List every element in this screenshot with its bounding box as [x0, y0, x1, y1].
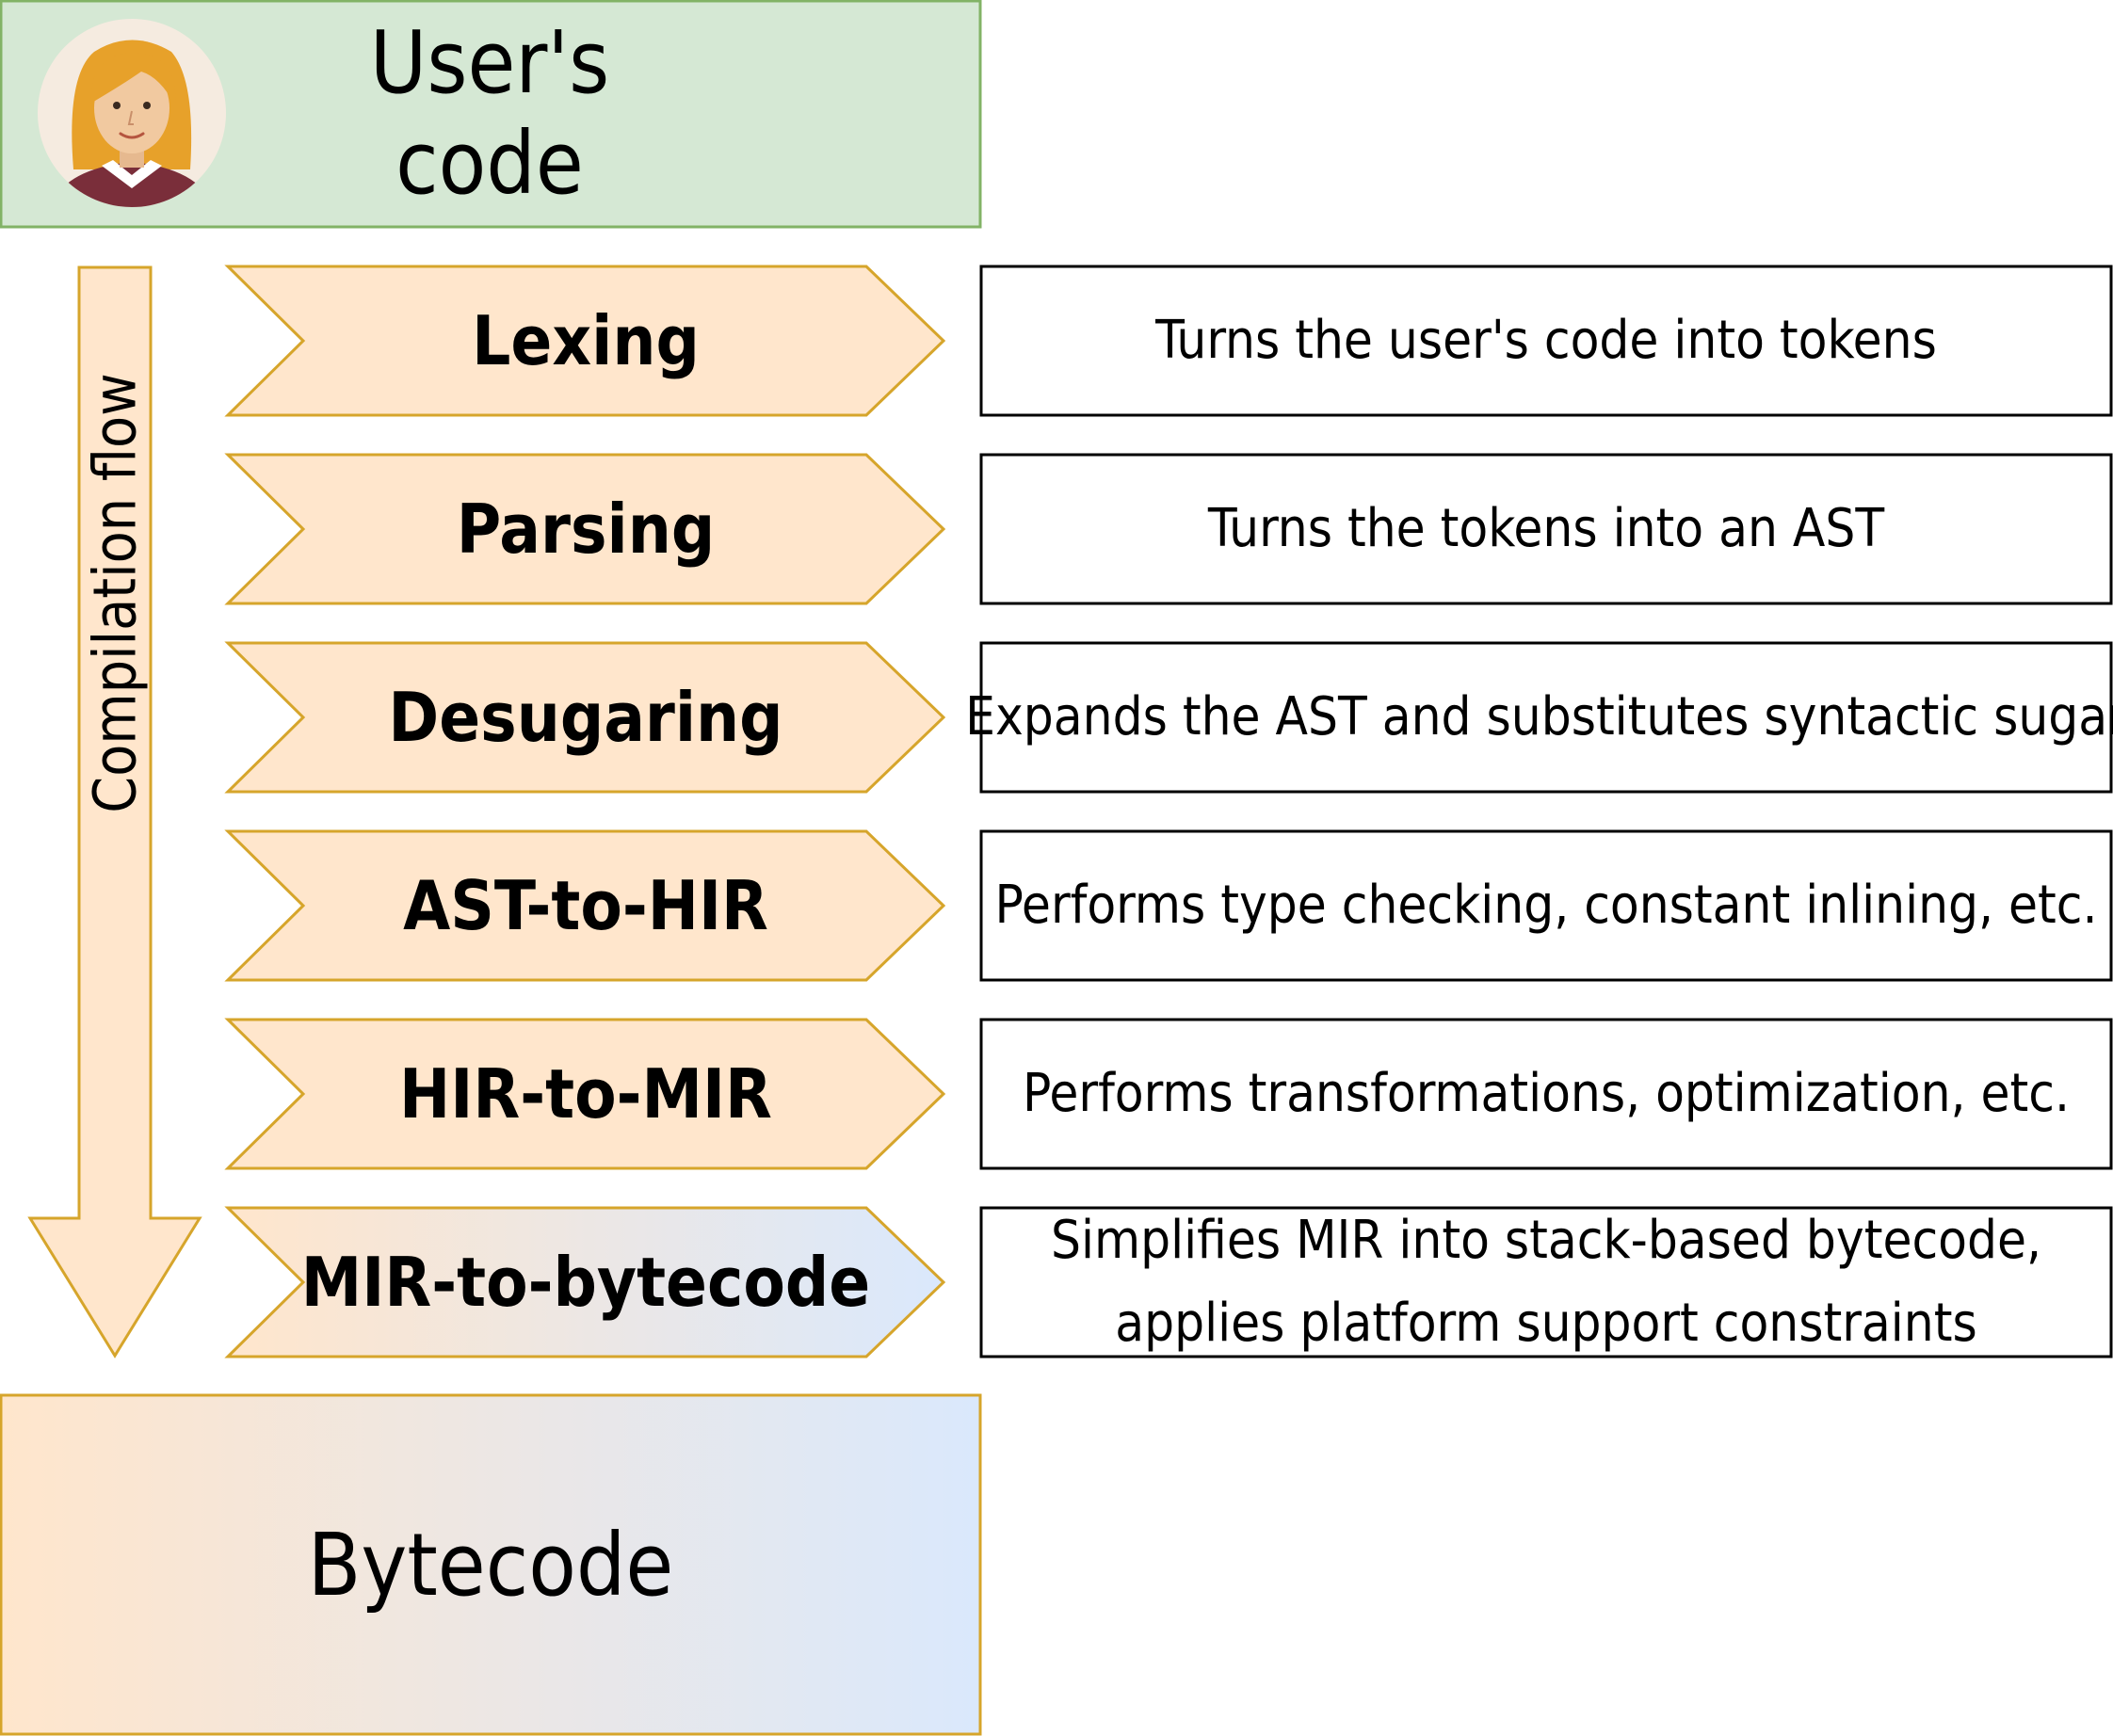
stage-chevron: [224, 641, 946, 794]
stage-chevron: [224, 453, 946, 605]
stage-name: Parsing: [456, 490, 716, 569]
compilation-flow-arrow: [27, 265, 202, 1358]
user-code-label: User's code: [369, 12, 610, 214]
stage-name: Desugaring: [388, 678, 783, 757]
stage-description: Turns the user's code into tokens: [1155, 310, 1937, 371]
stage-description-box: [979, 641, 2113, 794]
stage-description-box: [979, 453, 2113, 605]
stage-description: Performs transformations, optimization, …: [1023, 1063, 2070, 1124]
bytecode-label: Bytecode: [307, 1514, 674, 1615]
stage-description: Performs type checking, constant inlinin…: [994, 875, 2098, 936]
stage-description: Simplifies MIR into stack-based bytecode…: [1051, 1210, 2041, 1354]
stage-chevron: [224, 265, 946, 417]
bytecode-box: [0, 1393, 982, 1736]
stage-description-box: [979, 829, 2113, 982]
stage-description-box: [979, 1018, 2113, 1170]
stage-description: Turns the tokens into an AST: [1207, 498, 1885, 559]
stage-description-box: [979, 1206, 2113, 1358]
compilation-flow-label: Compilation flow: [80, 373, 150, 813]
stage-name: MIR-to-bytecode: [300, 1243, 871, 1322]
stage-chevron: [224, 829, 946, 982]
user-avatar-icon: [38, 19, 226, 207]
stage-name: Lexing: [472, 301, 700, 380]
stage-name: AST-to-HIR: [403, 866, 768, 945]
stage-description: Expands the AST and substitutes syntacti…: [965, 686, 2113, 747]
stage-description-box: [979, 265, 2113, 417]
stage-chevron: [224, 1018, 946, 1170]
stage-chevron: [224, 1206, 946, 1358]
stage-name: HIR-to-MIR: [399, 1054, 772, 1133]
